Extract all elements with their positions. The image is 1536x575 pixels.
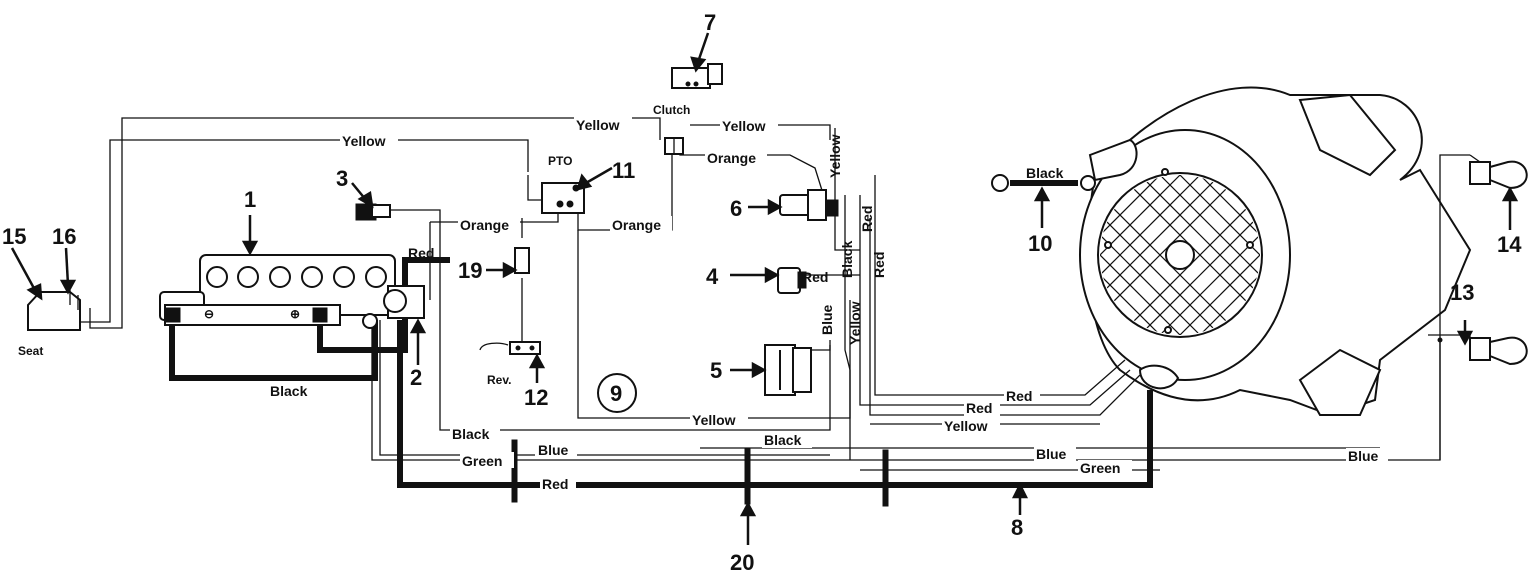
callout-numbers: 1 2 3 4 5 6 7 8 9 10 11 12 13 14 15 16 1… (2, 10, 1522, 575)
wire-label-yellow-top-left: Yellow (342, 133, 386, 149)
wire-label-red-switch4: Red (802, 269, 828, 285)
component-labels: Seat Clutch PTO Rev. (18, 103, 690, 387)
wire-label-black-battery: Black (270, 383, 308, 399)
svg-text:⊕: ⊕ (290, 307, 300, 321)
ground-cable-ends (991, 174, 1096, 192)
callout-7: 7 (704, 10, 716, 35)
callout-4: 4 (706, 264, 719, 289)
clutch-connector (664, 137, 684, 155)
wire-label-red-vert2: Red (871, 252, 887, 278)
callout-3: 3 (336, 166, 348, 191)
wire-label-orange-left: Orange (460, 217, 509, 233)
callout-9-circle (597, 373, 637, 413)
wire-label-blue-bottom-right: Blue (1036, 446, 1067, 462)
callout-12: 12 (524, 385, 548, 410)
reverse-label: Rev. (487, 373, 511, 387)
callout-2: 2 (410, 365, 422, 390)
solenoid (362, 285, 425, 329)
battery: ⊖ ⊕ (159, 254, 396, 326)
callout-13: 13 (1450, 280, 1474, 305)
wire-label-blue-far-right: Blue (1348, 448, 1379, 464)
headlight-14 (1469, 154, 1528, 190)
seat-switch (27, 290, 81, 331)
svg-text:⊖: ⊖ (204, 307, 214, 321)
callout-5: 5 (710, 358, 722, 383)
wire-label-yellow-top: Yellow (576, 117, 620, 133)
wire-label-black-cable10: Black (1026, 165, 1064, 181)
callout-8: 8 (1011, 515, 1023, 540)
wire-label-blue-vert: Blue (819, 304, 835, 335)
callout-11: 11 (612, 158, 635, 183)
reverse-switch (479, 341, 541, 355)
callout-15: 15 (2, 224, 26, 249)
callout-1: 1 (244, 187, 256, 212)
wire-label-yellow-vert2: Yellow (847, 301, 863, 345)
switch-4 (777, 267, 807, 294)
wire-label-red-engine2: Red (966, 400, 992, 416)
clutch-label: Clutch (653, 103, 690, 117)
callout-9: 9 (610, 381, 622, 406)
wire-label-yellow-clutch: Yellow (722, 118, 766, 134)
wire-label-green-bottom-right: Green (1080, 460, 1120, 476)
callout-19: 19 (458, 258, 482, 283)
wire-label-black-bottom-mid: Black (764, 432, 802, 448)
wire-label-green-bottom-left: Green (462, 453, 502, 469)
wire-label-red-battery: Red (408, 245, 434, 261)
callout-10: 10 (1028, 231, 1052, 256)
connector-19 (514, 247, 530, 274)
heavy-cables (169, 180, 1153, 488)
callout-16: 16 (52, 224, 76, 249)
pto-label: PTO (548, 154, 572, 168)
wire-label-black-vert: Black (839, 240, 855, 278)
wire-label-yellow-vertical: Yellow (827, 134, 843, 178)
headlight-13 (1437, 336, 1528, 366)
wire-label-black-bottom-left: Black (452, 426, 490, 442)
wire-label-blue-bottom-left: Blue (538, 442, 569, 458)
wire-labels: Yellow Yellow Yellow Orange Orange Orang… (270, 116, 1388, 492)
battery-positive-cable (317, 257, 450, 353)
callout-arrows (10, 32, 1519, 545)
wire-label-red-vert1: Red (859, 206, 875, 232)
key-switch (355, 203, 391, 221)
starter-cable-8 (397, 320, 1153, 488)
wire-label-red-engine1: Red (1006, 388, 1032, 404)
engine (1079, 86, 1472, 417)
wire-label-orange-clutch: Orange (707, 150, 756, 166)
wire-label-yellow-bottom: Yellow (692, 412, 736, 428)
clutch-switch (671, 63, 723, 89)
module-5 (764, 344, 812, 396)
callout-6: 6 (730, 196, 742, 221)
callout-20: 20 (730, 550, 754, 575)
wire-label-yellow-engine: Yellow (944, 418, 988, 434)
seat-label: Seat (18, 344, 43, 358)
starter-switch-6 (779, 189, 839, 221)
wire-label-red-main: Red (542, 476, 568, 492)
callout-14: 14 (1497, 232, 1522, 257)
wire-label-orange-pto: Orange (612, 217, 661, 233)
